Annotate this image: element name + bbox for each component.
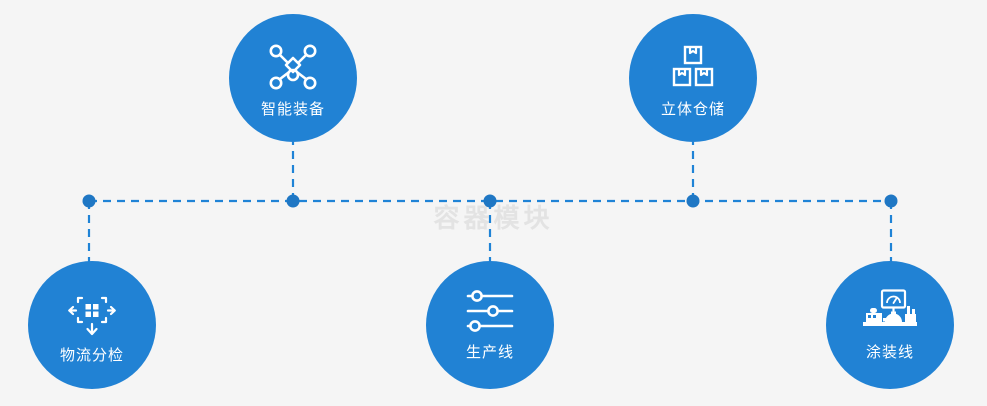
node-production-line[interactable]: 生产线 [426, 261, 554, 389]
stacked-boxes-icon [668, 42, 718, 92]
spine-node-painting-line[interactable] [884, 194, 898, 208]
watermark-text: 容器模块 [433, 203, 554, 233]
node-smart-equipment[interactable]: 智能装备 [229, 14, 357, 142]
factory-monitor-icon [861, 288, 919, 335]
sorting-distribution-icon [66, 286, 118, 338]
network-nodes-icon [268, 42, 318, 92]
node-label-smart-equipment: 智能装备 [260, 100, 325, 118]
node-painting-line[interactable]: 涂装线 [826, 261, 954, 389]
spine-node-stereoscopic-warehouse[interactable] [686, 194, 700, 208]
node-stereoscopic-warehouse[interactable]: 立体仓储 [629, 14, 757, 142]
node-logistics-sorting[interactable]: 物流分检 [28, 261, 156, 389]
node-label-logistics-sorting: 物流分检 [59, 346, 124, 364]
node-label-stereoscopic-warehouse: 立体仓储 [660, 100, 725, 118]
sliders-icon [464, 289, 516, 335]
node-label-production-line: 生产线 [465, 343, 514, 361]
spine-node-smart-equipment[interactable] [286, 194, 300, 208]
spine-node-production-line[interactable] [483, 194, 497, 208]
spine-node-logistics-sorting[interactable] [82, 194, 96, 208]
node-label-painting-line: 涂装线 [865, 343, 914, 361]
